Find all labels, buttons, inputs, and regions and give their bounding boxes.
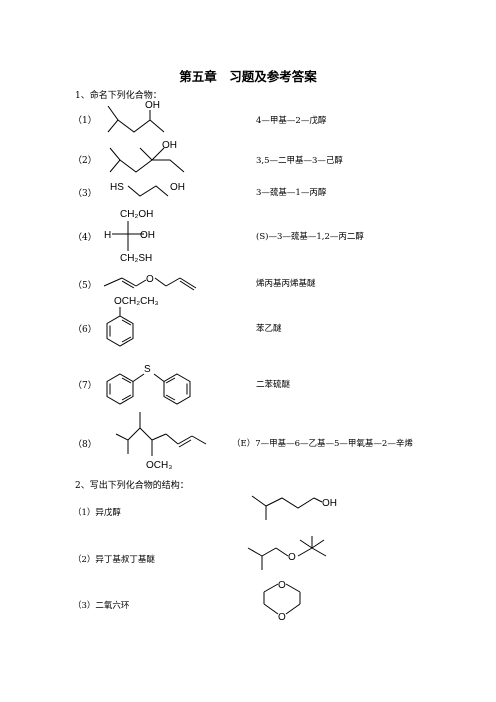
item-7-s-label: S	[144, 364, 151, 375]
item-8-answer: （E）7—甲基—6—乙基—5—甲氧基—2—辛烯	[232, 439, 413, 449]
item-3-hs-label: HS	[110, 182, 124, 193]
structure-isobutyl-tert-butyl-ether: O	[247, 536, 327, 570]
item-4-number: （4）	[73, 233, 97, 243]
section-1-heading: 1、命名下列化合物：	[75, 91, 162, 101]
item-4-ch2oh-label: CH₂OH	[120, 209, 153, 220]
part2-item-3-o-top-label: O	[278, 580, 286, 591]
structure-dioxane: O O	[263, 580, 301, 623]
item-6-number: （6）	[73, 325, 97, 335]
part2-item-1-label: （1）异戊醇	[73, 508, 121, 518]
item-6-answer: 苯乙醚	[256, 324, 282, 334]
item-3-number: （3）	[73, 189, 97, 199]
item-3-oh-label: OH	[170, 182, 185, 193]
structure-allyl-propenyl-ether: O	[103, 274, 197, 291]
item-5-o-label: O	[146, 274, 154, 285]
structure-fischer-projection: CH₂OH H OH CH₂SH	[104, 209, 155, 264]
item-6-oet-label: OCH₂CH₃	[114, 296, 159, 307]
item-4-h-label: H	[104, 230, 111, 241]
structure-3-5-dimethyl-3-hexanol: OH	[109, 140, 185, 173]
structure-diphenyl-sulfide: S	[106, 364, 191, 405]
item-2-number: （2）	[73, 156, 97, 166]
item-4-ch2sh-label: CH₂SH	[120, 253, 152, 264]
item-2-answer: 3,5—二甲基—3—己醇	[256, 156, 343, 166]
item-8-och3-label: OCH₃	[146, 460, 172, 471]
section-2-heading: 2、写出下列化合物的结构：	[75, 481, 189, 491]
item-1-answer: 4—甲基—2—戊醇	[256, 116, 327, 126]
structure-isoamyl-alcohol: OH	[251, 495, 337, 520]
item-5-number: （5）	[73, 281, 97, 291]
part2-item-3-o-bottom-label: O	[278, 612, 286, 623]
item-7-answer: 二苯硫醚	[256, 380, 291, 390]
part2-item-2-label: （2）异丁基叔丁基醚	[73, 555, 155, 565]
structure-3-mercapto-1-propanol: HS OH	[110, 182, 185, 197]
item-8-number: （8）	[73, 440, 97, 450]
part2-item-1-oh-label: OH	[322, 498, 337, 509]
structure-4-methyl-2-pentanol: OH	[107, 100, 165, 133]
item-3-answer: 3—巯基—1—丙醇	[256, 188, 327, 198]
part2-item-3-label: （3）二氧六环	[73, 601, 130, 611]
item-4-answer: (S)—3—巯基—1,2—丙二醇	[256, 232, 364, 242]
part2-item-2-o-label: O	[288, 552, 296, 563]
item-4-oh-label: OH	[140, 230, 155, 241]
item-5-answer: 烯丙基丙烯基醚	[256, 279, 316, 289]
page-title: 第五章 习题及参考答案	[179, 69, 317, 84]
structure-7-methyl-6-ethyl-5-methoxy-2-octene: OCH₃	[115, 412, 207, 471]
item-1-number: （1）	[73, 116, 97, 126]
item-7-number: （7）	[73, 381, 97, 391]
item-2-oh-label: OH	[162, 140, 177, 151]
item-1-oh-label: OH	[145, 100, 160, 111]
structure-phenetole: OCH₂CH₃	[106, 296, 159, 347]
